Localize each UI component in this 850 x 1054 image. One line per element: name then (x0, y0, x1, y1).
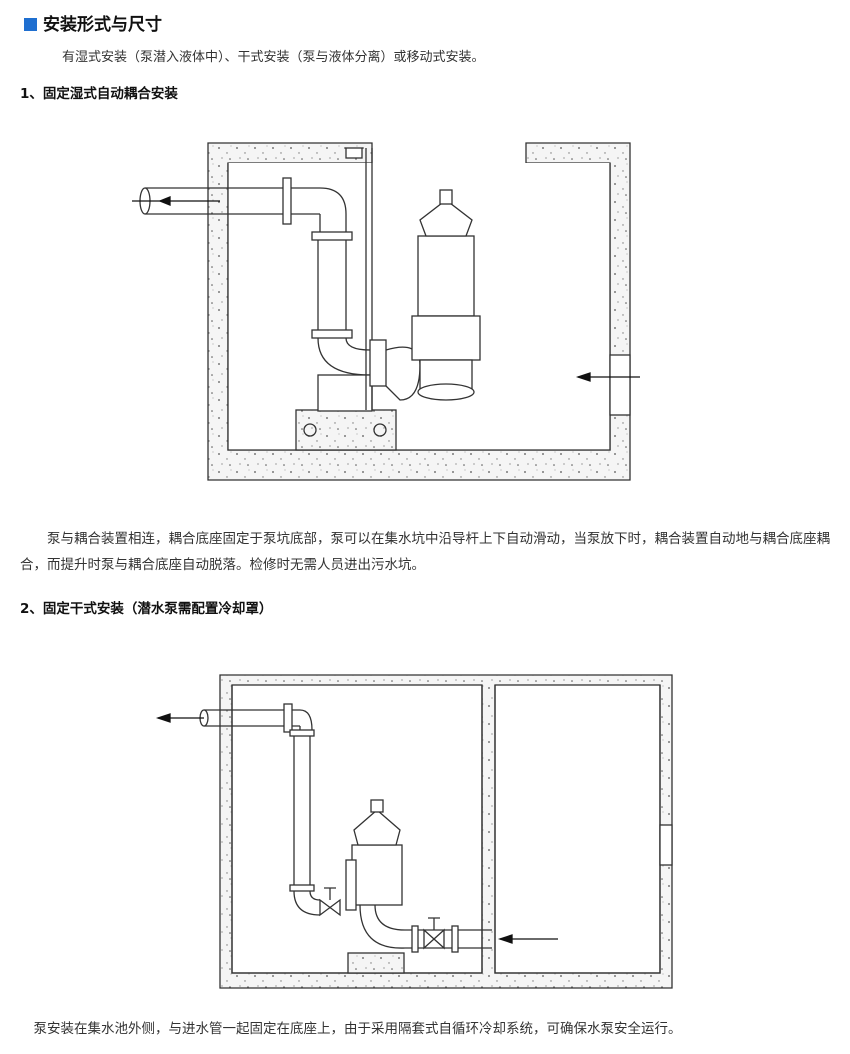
method2-title: 2、固定干式安装（潜水泵需配置冷却罩） (20, 601, 273, 617)
coupling-base (295, 409, 397, 451)
section-title: 安装形式与尺寸 (43, 15, 162, 35)
pump-base (347, 952, 405, 974)
method1-title: 1、固定湿式自动耦合安装 (20, 86, 178, 102)
pump-flange (369, 339, 387, 387)
dry-pump-body (351, 844, 403, 906)
method2-description: 泵安装在集水池外侧，与进水管一起固定在底座上，由于采用隔套式自循环冷却系统，可确… (33, 1021, 682, 1037)
dry-installation-diagram (155, 674, 673, 989)
intro-text: 有湿式安装（泵潜入液体中）、干式安装（泵与液体分离）或移动式安装。 (62, 50, 485, 65)
pump-body (417, 235, 475, 317)
method1-description: 泵与耦合装置相连，耦合底座固定于泵坑底部，泵可以在集水坑中沿导杆上下自动滑动，当… (20, 531, 830, 573)
blue-square-icon (24, 18, 37, 31)
wet-installation-diagram (132, 142, 640, 481)
section-heading: 安装形式与尺寸 (24, 10, 162, 35)
